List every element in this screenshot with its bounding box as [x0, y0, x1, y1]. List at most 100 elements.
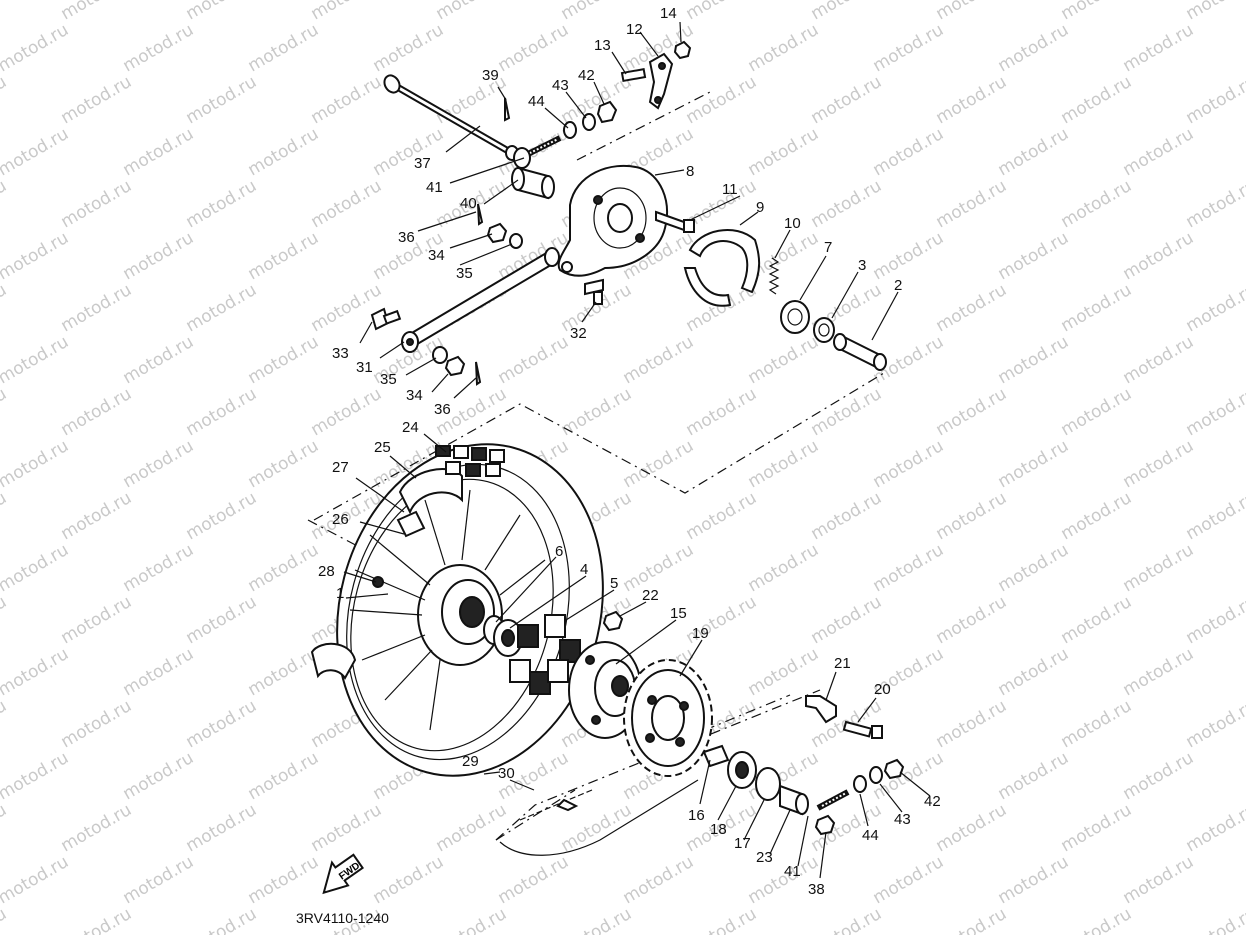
- callout-13: 13: [594, 37, 611, 54]
- watermark-text: motod.ru: [308, 280, 386, 336]
- callout-35-lower: 35: [380, 371, 397, 388]
- callout-40: 40: [460, 195, 477, 212]
- watermark-text: motod.ru: [0, 592, 10, 648]
- callout-19: 19: [692, 625, 709, 642]
- watermark-text: motod.ru: [58, 72, 136, 128]
- watermark-text: motod.ru: [870, 20, 948, 76]
- watermark-text: motod.ru: [183, 904, 261, 935]
- watermark-text: motod.ru: [933, 800, 1011, 856]
- watermark-text: motod.ru: [745, 332, 823, 388]
- forward-arrow: FWD: [312, 850, 366, 899]
- watermark-text: motod.ru: [933, 488, 1011, 544]
- watermark-text: motod.ru: [1120, 124, 1198, 180]
- watermark-text: motod.ru: [1058, 176, 1136, 232]
- watermark-text: motod.ru: [1058, 488, 1136, 544]
- watermark-text: motod.ru: [0, 280, 10, 336]
- watermark-text: motod.ru: [933, 0, 1011, 24]
- watermark-text: motod.ru: [1058, 72, 1136, 128]
- callout-36: 36: [398, 229, 415, 246]
- watermark-text: motod.ru: [745, 124, 823, 180]
- watermark-text: motod.ru: [995, 852, 1073, 908]
- callout-7: 7: [824, 239, 832, 256]
- watermark-text: motod.ru: [745, 20, 823, 76]
- diagram-code: 3RV4110-1240: [296, 910, 389, 926]
- watermark-text: motod.ru: [1120, 332, 1198, 388]
- callout-11: 11: [722, 181, 738, 198]
- watermark-text: motod.ru: [245, 436, 323, 492]
- watermark-text: motod.ru: [870, 436, 948, 492]
- watermark-text: motod.ru: [0, 696, 10, 752]
- callout-32: 32: [570, 325, 587, 342]
- watermark-text: motod.ru: [745, 436, 823, 492]
- callout-29: 29: [462, 753, 479, 770]
- callout-28: 28: [318, 563, 335, 580]
- watermark-text: motod.ru: [1183, 176, 1246, 232]
- watermark-text: motod.ru: [0, 904, 10, 935]
- watermark-text: motod.ru: [1120, 748, 1198, 804]
- callout-26: 26: [332, 511, 349, 528]
- watermark-text: motod.ru: [0, 644, 72, 700]
- watermark-text: motod.ru: [995, 540, 1073, 596]
- watermark-text: motod.ru: [1183, 592, 1246, 648]
- watermark-text: motod.ru: [808, 72, 886, 128]
- watermark-text: motod.ru: [1183, 280, 1246, 336]
- watermark-text: motod.ru: [120, 852, 198, 908]
- watermark-text: motod.ru: [58, 800, 136, 856]
- callout-44-lower: 44: [862, 827, 879, 844]
- watermark-text: motod.ru: [683, 488, 761, 544]
- rear-wheel: [301, 414, 639, 806]
- watermark-text: motod.ru: [308, 176, 386, 232]
- watermark-text: motod.ru: [183, 384, 261, 440]
- watermark-text: motod.ru: [183, 72, 261, 128]
- callout-6: 6: [555, 543, 563, 560]
- watermark-text: motod.ru: [1120, 852, 1198, 908]
- callout-2: 2: [894, 277, 902, 294]
- watermark-text: motod.ru: [0, 436, 72, 492]
- watermark-text: motod.ru: [995, 748, 1073, 804]
- watermark-text: motod.ru: [0, 748, 72, 804]
- watermark-text: motod.ru: [120, 228, 198, 284]
- watermark-text: motod.ru: [933, 176, 1011, 232]
- watermark-text: motod.ru: [58, 488, 136, 544]
- watermark-text: motod.ru: [183, 696, 261, 752]
- callout-43-lower: 43: [894, 811, 911, 828]
- watermark-text: motod.ru: [183, 176, 261, 232]
- callout-34-lower: 34: [406, 387, 423, 404]
- watermark-text: motod.ru: [1183, 696, 1246, 752]
- watermark-text: motod.ru: [0, 852, 72, 908]
- watermark-text: motod.ru: [870, 228, 948, 284]
- watermark-text: motod.ru: [370, 124, 448, 180]
- watermark-text: motod.ru: [620, 436, 698, 492]
- watermark-text: motod.ru: [58, 0, 136, 24]
- watermark-text: motod.ru: [995, 124, 1073, 180]
- watermark-text: motod.ru: [495, 852, 573, 908]
- watermark-text: motod.ru: [0, 72, 10, 128]
- watermark-text: motod.ru: [120, 124, 198, 180]
- callout-38: 38: [808, 881, 825, 898]
- watermark-text: motod.ru: [245, 332, 323, 388]
- watermark-text: motod.ru: [58, 904, 136, 935]
- watermark-text: motod.ru: [183, 488, 261, 544]
- watermark-text: motod.ru: [1058, 0, 1136, 24]
- watermark-text: motod.ru: [58, 592, 136, 648]
- watermark-text: motod.ru: [1183, 384, 1246, 440]
- callout-1: 1: [336, 585, 344, 602]
- watermark-text: motod.ru: [245, 124, 323, 180]
- watermark-text: motod.ru: [433, 904, 511, 935]
- watermark-text: motod.ru: [0, 0, 10, 24]
- watermark-text: motod.ru: [1058, 384, 1136, 440]
- watermark-text: motod.ru: [995, 436, 1073, 492]
- watermark-text: motod.ru: [808, 592, 886, 648]
- callout-3: 3: [858, 257, 866, 274]
- callout-39: 39: [482, 67, 499, 84]
- callout-31: 31: [356, 359, 373, 376]
- watermark-text: motod.ru: [308, 72, 386, 128]
- callout-15: 15: [670, 605, 687, 622]
- watermark-text: motod.ru: [1058, 800, 1136, 856]
- callout-41-lower: 41: [784, 863, 801, 880]
- watermark-text: motod.ru: [683, 72, 761, 128]
- watermark-text: motod.ru: [120, 332, 198, 388]
- watermark-text: motod.ru: [870, 540, 948, 596]
- callout-23: 23: [756, 849, 773, 866]
